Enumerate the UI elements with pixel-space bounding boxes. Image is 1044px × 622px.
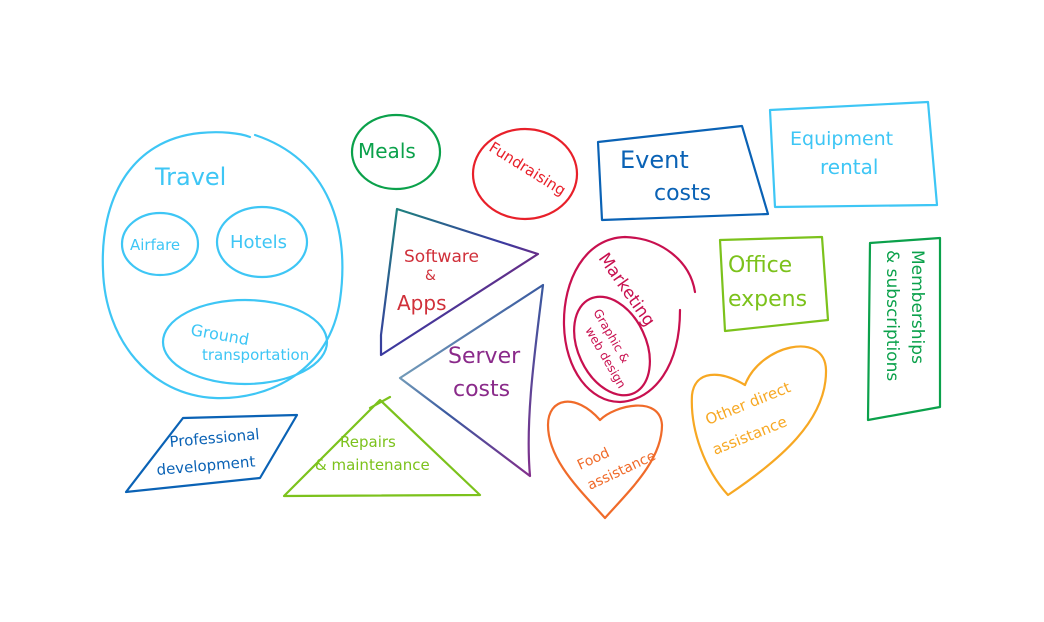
office-label: Office [728,253,792,278]
repairs-maintenance-triangle [282,395,482,498]
software-label: Software [404,247,479,267]
equipment-rental-box [768,100,939,209]
travel-group: Travel Airfare Hotels Ground transportat… [101,131,344,400]
meals-label: Meals [358,139,416,163]
ground-label: Ground [189,320,250,349]
fundraising-label: Fundraising [486,138,569,199]
expens-label: expens [728,287,807,312]
server-costs-triangle [398,283,545,478]
repairs-label: Repairs [340,433,396,451]
airfare-label: Airfare [130,236,180,254]
event-costs-box [596,124,770,222]
marketing-circle [562,235,697,404]
apps-label: Apps [397,291,447,315]
hotels-circle [215,205,309,279]
professional-label: Professional [169,425,260,451]
transportation-label: transportation [202,346,309,364]
hotels-label: Hotels [230,232,287,253]
costs-label: costs [654,181,711,206]
rental-label: rental [820,155,878,179]
development-label: development [156,452,256,479]
professional-development-box [124,413,299,494]
software-apps-triangle [379,207,540,357]
ground-transportation-ellipse [161,298,329,386]
event-label: Event [620,146,689,174]
maintenance-label: & maintenance [315,456,430,474]
fundraising-circle [471,127,579,221]
travel-label: Travel [154,163,226,191]
server-costs-label: costs [453,377,510,402]
equipment-label: Equipment [790,128,893,150]
airfare-circle [120,211,200,277]
other-direct-assistance-heart [690,345,828,497]
subscriptions-label: & subscriptions [882,250,902,381]
memberships-box [866,236,942,422]
server-label: Server [448,344,521,369]
ampersand-label: & [425,268,436,284]
office-expenses-box [718,235,830,333]
graphic-web-design-ellipse [573,295,651,397]
meals-circle [350,113,442,191]
food-assistance-heart [546,400,664,520]
memberships-label: Memberships [907,250,927,364]
travel-circle [101,131,344,400]
